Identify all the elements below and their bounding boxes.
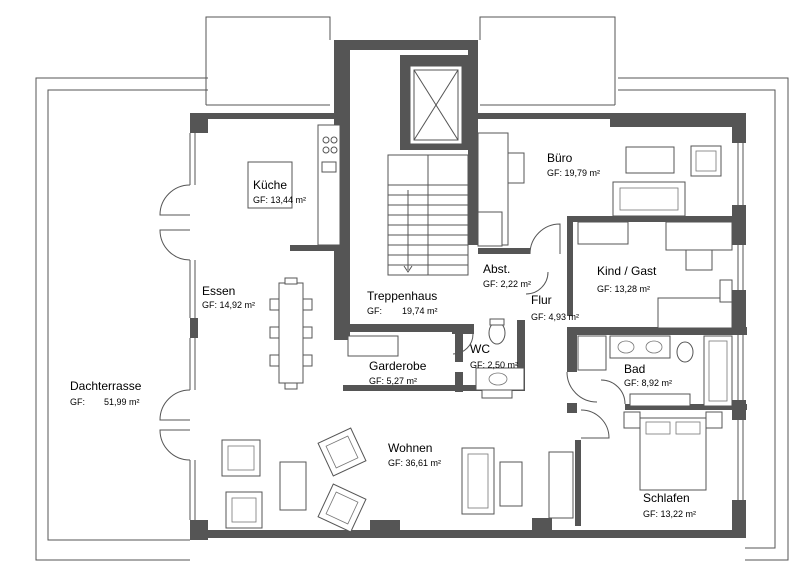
room-area-garderobe: GF: 5,27 m² bbox=[369, 376, 417, 386]
room-area-schlafen: GF: 13,22 m² bbox=[643, 509, 696, 519]
room-area-label-dachterrasse: GF: bbox=[70, 397, 85, 407]
doors bbox=[159, 184, 626, 461]
room-name-dachterrasse: Dachterrasse bbox=[70, 379, 142, 393]
room-name-buero: Büro bbox=[547, 151, 573, 165]
dining-table bbox=[269, 277, 313, 390]
kitchen-counter bbox=[247, 124, 341, 246]
room-name-essen: Essen bbox=[202, 284, 235, 298]
room-name-flur: Flur bbox=[531, 293, 552, 307]
office-furniture bbox=[477, 132, 722, 247]
room-name-garderobe: Garderobe bbox=[369, 359, 427, 373]
room-name-schlafen: Schlafen bbox=[643, 491, 690, 505]
room-name-treppenhaus: Treppenhaus bbox=[367, 289, 437, 303]
living-furniture bbox=[221, 427, 574, 533]
kind-furniture bbox=[577, 221, 733, 329]
room-area-treppenhaus: 19,74 m² bbox=[402, 306, 438, 316]
room-area-bad: GF: 8,92 m² bbox=[624, 378, 672, 388]
room-labels: Küche GF: 13,44 m² Essen GF: 14,92 m² Tr… bbox=[70, 151, 696, 519]
room-name-kind: Kind / Gast bbox=[597, 264, 657, 278]
room-name-kueche: Küche bbox=[253, 178, 287, 192]
windows bbox=[189, 133, 744, 520]
walls bbox=[190, 40, 747, 540]
room-area-wc: GF: 2,50 m² bbox=[470, 360, 518, 370]
room-area-kind: GF: 13,28 m² bbox=[597, 284, 650, 294]
garderobe-wc-fixtures bbox=[347, 318, 525, 399]
room-area-dachterrasse: 51,99 m² bbox=[104, 397, 140, 407]
outer-outlines bbox=[35, 16, 789, 561]
room-area-abst: GF: 2,22 m² bbox=[483, 279, 531, 289]
room-area-flur: GF: 4,93 m² bbox=[531, 312, 579, 322]
room-area-buero: GF: 19,79 m² bbox=[547, 168, 600, 178]
room-area-kueche: GF: 13,44 m² bbox=[253, 195, 306, 205]
room-area-essen: GF: 14,92 m² bbox=[202, 300, 255, 310]
bathroom-fixtures bbox=[577, 335, 733, 407]
room-area-label-treppenhaus: GF: bbox=[367, 306, 382, 316]
staircase bbox=[387, 154, 469, 276]
room-name-bad: Bad bbox=[624, 362, 645, 376]
bedroom-furniture bbox=[623, 411, 723, 491]
room-name-wc: WC bbox=[470, 342, 490, 356]
room-name-abst: Abst. bbox=[483, 262, 510, 276]
room-area-wohnen: GF: 36,61 m² bbox=[388, 458, 441, 468]
room-name-wohnen: Wohnen bbox=[388, 441, 432, 455]
